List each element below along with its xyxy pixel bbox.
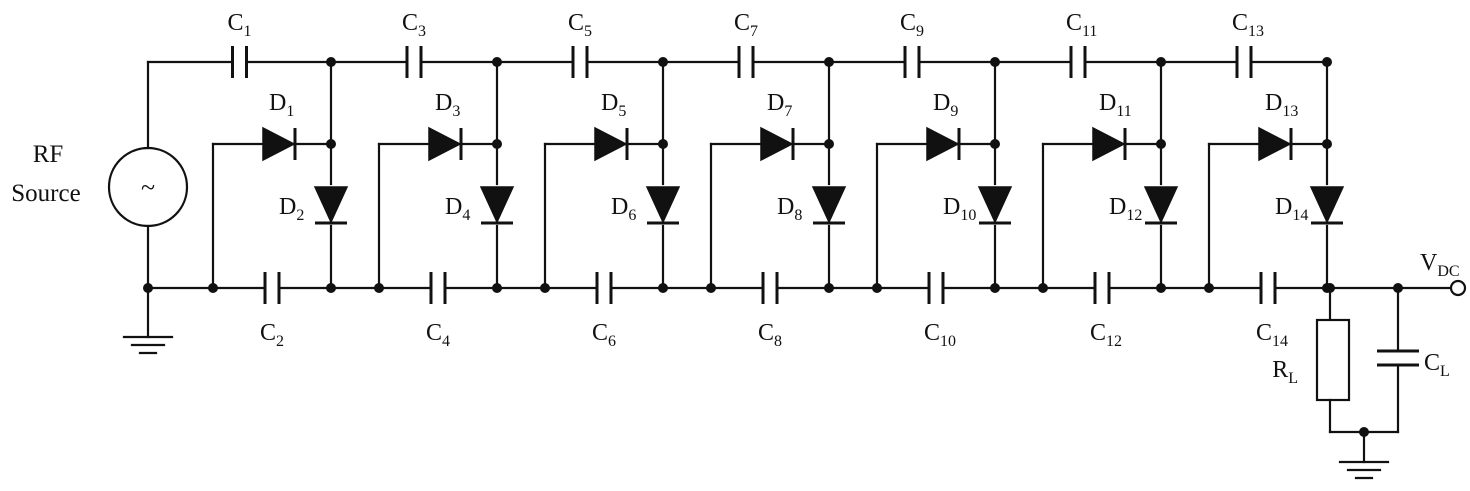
diode-vertical-4 xyxy=(479,186,515,225)
node-diode xyxy=(1322,139,1332,149)
diode-horizontal-5 xyxy=(594,126,629,162)
diode-vertical-6 xyxy=(645,186,681,225)
capacitor-top-13 xyxy=(1235,46,1253,78)
source-ground-icon xyxy=(122,286,174,355)
label-d-vertical-2: D2 xyxy=(279,194,304,224)
diode-vertical-10 xyxy=(977,186,1013,225)
label-d-horizontal-11: D11 xyxy=(1099,90,1132,120)
node-bottom-left xyxy=(872,283,882,293)
node-source-bottom xyxy=(143,283,153,293)
node-bottom-left xyxy=(1038,283,1048,293)
node-diode xyxy=(990,139,1000,149)
rf-source-symbol: ~ xyxy=(141,173,155,202)
diode-vertical-2 xyxy=(313,186,349,225)
label-d-vertical-8: D8 xyxy=(777,194,802,224)
capacitor-bottom-14 xyxy=(1259,272,1277,304)
node-bottom-left xyxy=(540,283,550,293)
label-c-top-9: C9 xyxy=(900,10,924,40)
capacitor-top-1 xyxy=(231,46,248,78)
label-c-top-5: C5 xyxy=(568,10,592,40)
label-c-bottom-14: C14 xyxy=(1256,320,1288,350)
label-d-horizontal-7: D7 xyxy=(767,90,792,120)
label-d-horizontal-3: D3 xyxy=(435,90,460,120)
label-c-top-13: C13 xyxy=(1232,10,1264,40)
capacitor-bottom-4 xyxy=(429,272,447,304)
load-ground-icon xyxy=(1338,430,1390,480)
node-bottom-left xyxy=(1204,283,1214,293)
diode-vertical-8 xyxy=(811,186,847,225)
label-vdc: VDC xyxy=(1420,250,1460,280)
diode-vertical-12 xyxy=(1143,186,1179,225)
load-section: RL CL VDC xyxy=(1272,250,1467,480)
label-c-top-1: C1 xyxy=(228,10,252,40)
capacitor-bottom-10 xyxy=(927,272,945,304)
capacitor-top-3 xyxy=(405,46,423,78)
node-bottom-left xyxy=(374,283,384,293)
capacitor-bottom-12 xyxy=(1093,272,1111,304)
label-d-horizontal-5: D5 xyxy=(601,90,626,120)
node-top xyxy=(1322,57,1332,67)
label-c-bottom-10: C10 xyxy=(924,320,956,350)
label-d-vertical-10: D10 xyxy=(943,194,976,224)
node-diode xyxy=(824,139,834,149)
label-c-bottom-8: C8 xyxy=(758,320,782,350)
capacitor-top-5 xyxy=(571,46,589,78)
label-d-horizontal-1: D1 xyxy=(269,90,294,120)
label-d-vertical-6: D6 xyxy=(611,194,636,224)
vdc-output-terminal[interactable] xyxy=(1449,279,1467,297)
node-diode xyxy=(1156,139,1166,149)
label-d-vertical-12: D12 xyxy=(1109,194,1142,224)
diode-horizontal-11 xyxy=(1092,126,1127,162)
diode-horizontal-9 xyxy=(926,126,961,162)
diode-horizontal-13 xyxy=(1258,126,1293,162)
capacitor-bottom-8 xyxy=(761,272,779,304)
label-c-bottom-12: C12 xyxy=(1090,320,1122,350)
capacitor-top-11 xyxy=(1069,46,1087,78)
capacitor-top-9 xyxy=(903,46,921,78)
label-c-bottom-2: C2 xyxy=(260,320,284,350)
diode-horizontal-7 xyxy=(760,126,795,162)
label-d-horizontal-9: D9 xyxy=(933,90,958,120)
diode-horizontal-1 xyxy=(262,126,297,162)
load-resistor xyxy=(1315,318,1351,402)
node-diode xyxy=(658,139,668,149)
capacitor-top-7 xyxy=(737,46,755,78)
node-diode xyxy=(326,139,336,149)
label-d-vertical-4: D4 xyxy=(445,194,470,224)
diode-vertical-14 xyxy=(1309,186,1345,225)
rf-source-label-line1: RF xyxy=(33,141,64,168)
diode-horizontal-3 xyxy=(428,126,463,162)
label-c-bottom-4: C4 xyxy=(426,320,450,350)
node-bottom-left xyxy=(706,283,716,293)
capacitor-bottom-2 xyxy=(263,272,281,304)
label-c-top-7: C7 xyxy=(734,10,758,40)
label-c-top-11: C11 xyxy=(1066,10,1097,40)
rf-source: ~ xyxy=(107,60,189,290)
node-diode xyxy=(492,139,502,149)
label-d-horizontal-13: D13 xyxy=(1265,90,1298,120)
label-c-bottom-6: C6 xyxy=(592,320,616,350)
label-c-top-3: C3 xyxy=(402,10,426,40)
node-bottom-left xyxy=(208,283,218,293)
label-cl: CL xyxy=(1424,350,1450,380)
capacitor-bottom-6 xyxy=(595,272,613,304)
label-rl: RL xyxy=(1272,357,1298,387)
label-d-vertical-14: D14 xyxy=(1275,194,1308,224)
rf-source-label-line2: Source xyxy=(11,180,80,207)
